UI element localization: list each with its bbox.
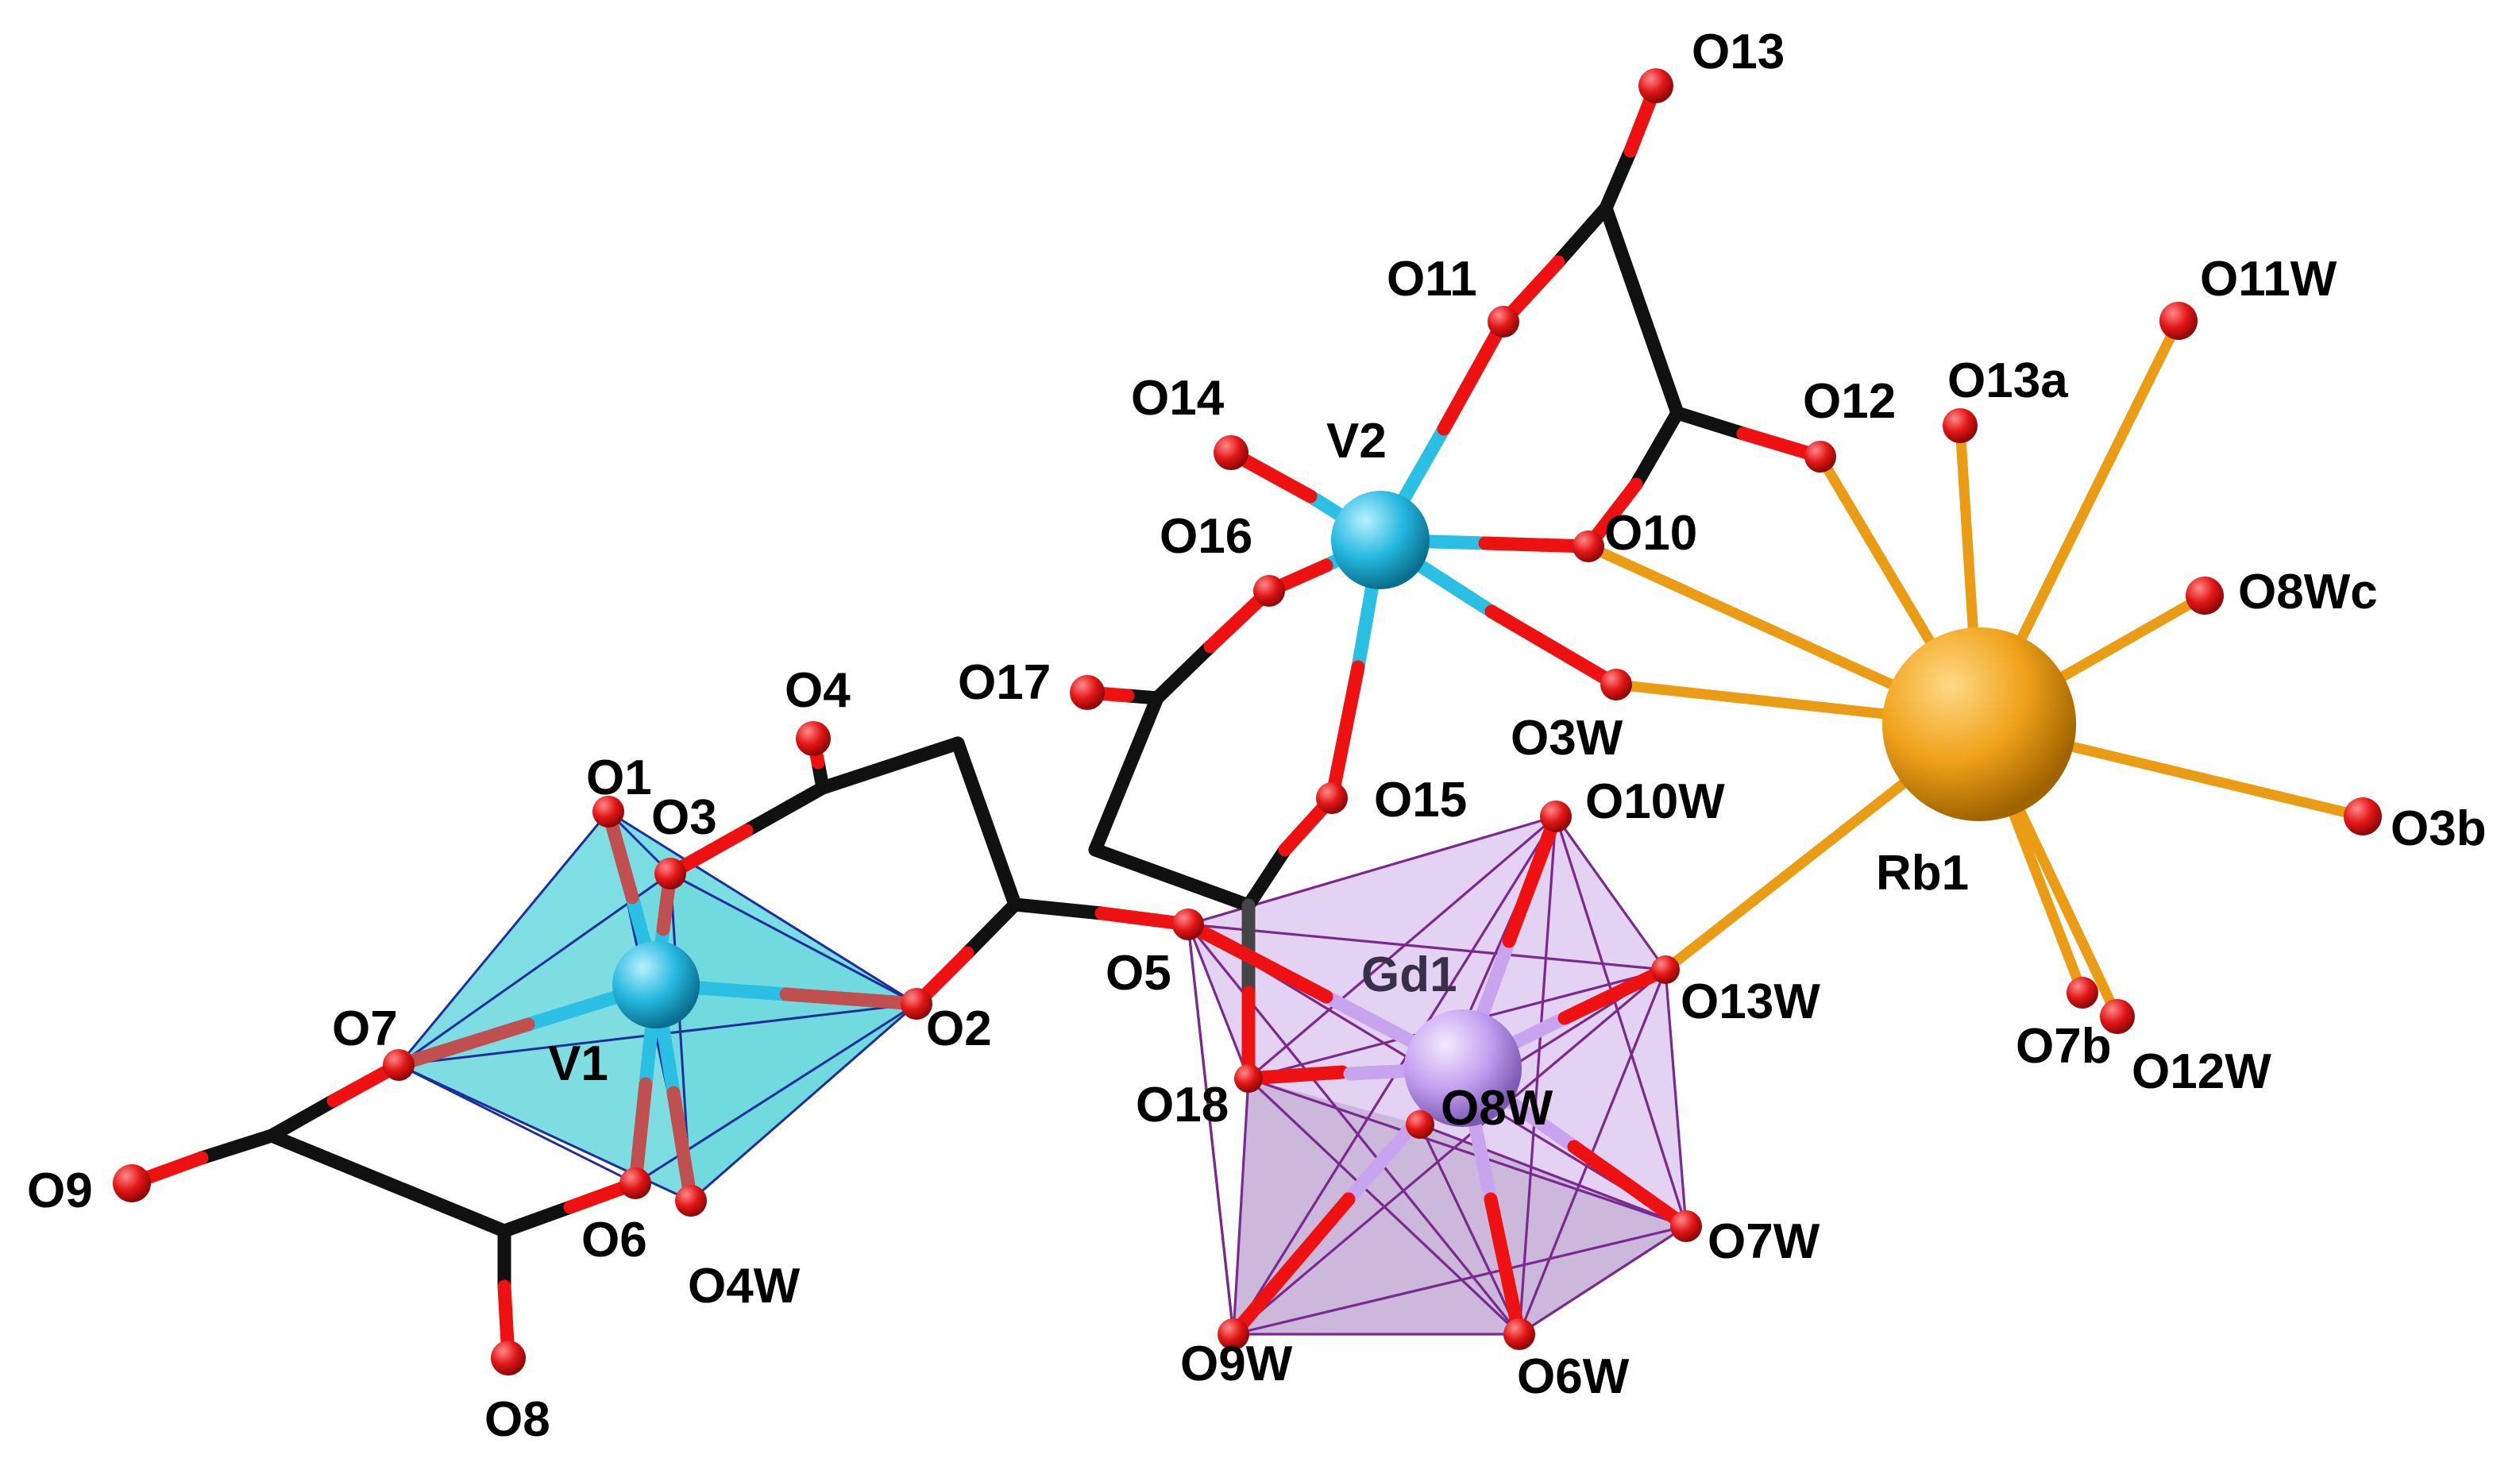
o13a-atom bbox=[1943, 408, 1978, 443]
label-o5: O5 bbox=[1106, 946, 1171, 1001]
label-o12w: O12W bbox=[2132, 1044, 2271, 1099]
label-o3: O3 bbox=[651, 790, 717, 845]
label-o9w: O9W bbox=[1180, 1337, 1293, 1391]
o3-atom bbox=[654, 858, 686, 889]
rb1-atom bbox=[1882, 627, 2076, 821]
v1-atom bbox=[612, 941, 700, 1028]
o7b-atom bbox=[2067, 977, 2098, 1009]
label-o13a: O13a bbox=[1947, 353, 2068, 408]
label-v1: V1 bbox=[548, 1036, 608, 1091]
o9w-atom bbox=[1218, 1318, 1249, 1350]
o7-atom bbox=[383, 1049, 415, 1081]
label-o6w: O6W bbox=[1517, 1349, 1630, 1404]
o9-atom bbox=[113, 1164, 151, 1202]
o14-atom bbox=[1214, 435, 1248, 470]
label-o7w: O7W bbox=[1708, 1214, 1820, 1269]
o6-atom bbox=[619, 1167, 651, 1199]
o11-atom bbox=[1488, 306, 1519, 338]
label-v2: V2 bbox=[1326, 414, 1387, 469]
label-o14: O14 bbox=[1131, 371, 1225, 426]
label-o16: O16 bbox=[1160, 509, 1252, 564]
label-o10: O10 bbox=[1604, 506, 1697, 561]
label-o2: O2 bbox=[926, 1001, 992, 1056]
label-o3b: O3b bbox=[2391, 801, 2487, 856]
o16-atom bbox=[1253, 575, 1285, 607]
label-o8w: O8W bbox=[1441, 1081, 1553, 1136]
label-o13w: O13W bbox=[1681, 974, 1820, 1029]
o7w-atom bbox=[1670, 1210, 1702, 1242]
o13-atom bbox=[1638, 68, 1673, 103]
o8wc-atom bbox=[2186, 577, 2224, 615]
gd1-atom bbox=[1404, 1009, 1522, 1127]
o12-atom bbox=[1804, 441, 1836, 473]
label-o1: O1 bbox=[586, 750, 652, 805]
o11w-atom bbox=[2159, 302, 2198, 340]
o18-atom bbox=[1234, 1064, 1263, 1093]
o6w-atom bbox=[1503, 1318, 1535, 1350]
label-o15: O15 bbox=[1374, 773, 1467, 828]
carbon-to-oxygen-bonds bbox=[125, 79, 1827, 1365]
o4-atom bbox=[796, 721, 831, 756]
label-o7: O7 bbox=[332, 1001, 398, 1056]
label-o6: O6 bbox=[581, 1213, 647, 1267]
label-o3w: O3W bbox=[1511, 711, 1623, 766]
label-o13: O13 bbox=[1692, 25, 1785, 79]
v2-atom bbox=[1331, 491, 1430, 589]
o1-atom bbox=[592, 796, 624, 828]
label-o11w: O11W bbox=[2200, 252, 2337, 307]
label-o12: O12 bbox=[1803, 374, 1896, 429]
o8-atom bbox=[491, 1341, 526, 1375]
o10w-atom bbox=[1540, 801, 1572, 832]
o4w-atom bbox=[675, 1185, 707, 1217]
atom-labels: V1 V2 Gd1 Rb1 O1 O2 O3 O4 O5 O6 O7 O8 O9… bbox=[27, 25, 2487, 1447]
o3w-atom bbox=[1600, 669, 1632, 700]
label-rb1: Rb1 bbox=[1876, 846, 1969, 901]
label-o18: O18 bbox=[1136, 1078, 1229, 1132]
o12w-atom bbox=[2100, 999, 2135, 1034]
o13w-atom bbox=[1651, 955, 1680, 984]
label-o8wc: O8Wc bbox=[2238, 565, 2378, 619]
o17-atom bbox=[1070, 675, 1105, 710]
label-gd1: Gd1 bbox=[1361, 947, 1457, 1002]
label-o8: O8 bbox=[484, 1392, 550, 1447]
o5-atom bbox=[1172, 909, 1204, 940]
label-o17: O17 bbox=[958, 655, 1051, 710]
label-o4: O4 bbox=[785, 663, 851, 718]
carbon-backbone bbox=[264, 201, 1685, 1238]
label-o9: O9 bbox=[27, 1163, 93, 1218]
o3b-atom bbox=[2344, 797, 2382, 835]
o15-atom bbox=[1316, 782, 1348, 814]
o8w-atom bbox=[1406, 1110, 1434, 1139]
v1-face bbox=[399, 812, 670, 1065]
label-o7b: O7b bbox=[2016, 1019, 2112, 1074]
o10-atom bbox=[1573, 531, 1604, 562]
label-o10w: O10W bbox=[1585, 774, 1725, 829]
label-o4w: O4W bbox=[688, 1259, 801, 1314]
oxygen-atoms bbox=[113, 68, 2382, 1375]
label-o11: O11 bbox=[1387, 252, 1477, 307]
o2-atom bbox=[901, 988, 932, 1020]
